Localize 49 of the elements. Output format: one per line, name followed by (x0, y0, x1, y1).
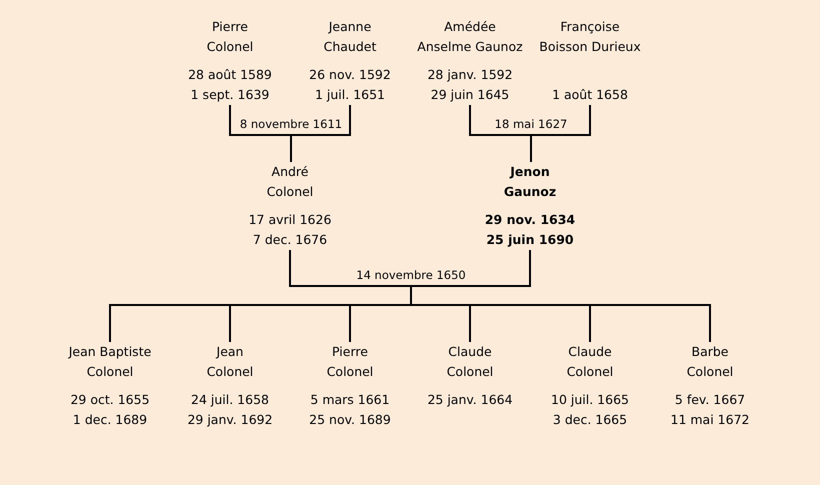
date: 1 sept. 1639 (190, 86, 270, 104)
given-name: Jean Baptiste (68, 343, 152, 361)
surname: Colonel (326, 363, 374, 381)
date: 29 nov. 1634 (484, 211, 576, 229)
date: 28 août 1589 (188, 66, 272, 84)
date: 1 août 1658 (552, 86, 628, 104)
given-name: Françoise (560, 18, 620, 36)
surname: Colonel (686, 363, 734, 381)
surname: Gaunoz (504, 183, 556, 201)
date: 7 dec. 1676 (252, 231, 328, 249)
family-line (530, 105, 591, 162)
family-line (290, 105, 351, 162)
given-name: Jenon (510, 163, 550, 181)
date: 10 juil. 1665 (551, 391, 629, 409)
given-name: Claude (568, 343, 612, 361)
date: 26 nov. 1592 (309, 66, 391, 84)
date: 5 mars 1661 (310, 391, 390, 409)
date: 28 janv. 1592 (427, 66, 513, 84)
date: 1 dec. 1689 (72, 411, 148, 429)
surname: Boisson Durieux (539, 38, 641, 56)
date: 25 juin 1690 (486, 231, 574, 249)
date: 17 avril 1626 (248, 211, 332, 229)
surname: Colonel (86, 363, 134, 381)
given-name: Barbe (692, 343, 728, 361)
given-name: Pierre (332, 343, 368, 361)
surname: Colonel (206, 38, 254, 56)
given-name: Jean (216, 343, 244, 361)
date: 29 juin 1645 (430, 86, 510, 104)
surname: Colonel (206, 363, 254, 381)
date: 3 dec. 1665 (552, 411, 628, 429)
date: 25 nov. 1689 (309, 411, 391, 429)
surname: Colonel (566, 363, 614, 381)
surname: Colonel (446, 363, 494, 381)
given-name: Jeanne (328, 18, 372, 36)
date: 24 juil. 1658 (191, 391, 269, 409)
date: 5 fev. 1667 (674, 391, 746, 409)
surname: Anselme Gaunoz (417, 38, 523, 56)
date: 25 janv. 1664 (427, 391, 513, 409)
date: 29 janv. 1692 (187, 411, 273, 429)
given-name: Amédée (444, 18, 496, 36)
date: 11 mai 1672 (670, 411, 750, 429)
surname: Chaudet (324, 38, 376, 56)
surname: Colonel (266, 183, 314, 201)
date: 1 juil. 1651 (314, 86, 386, 104)
given-name: Claude (448, 343, 492, 361)
given-name: Pierre (212, 18, 248, 36)
given-name: André (272, 163, 308, 181)
date: 29 oct. 1655 (70, 391, 150, 409)
family-line (410, 250, 711, 342)
